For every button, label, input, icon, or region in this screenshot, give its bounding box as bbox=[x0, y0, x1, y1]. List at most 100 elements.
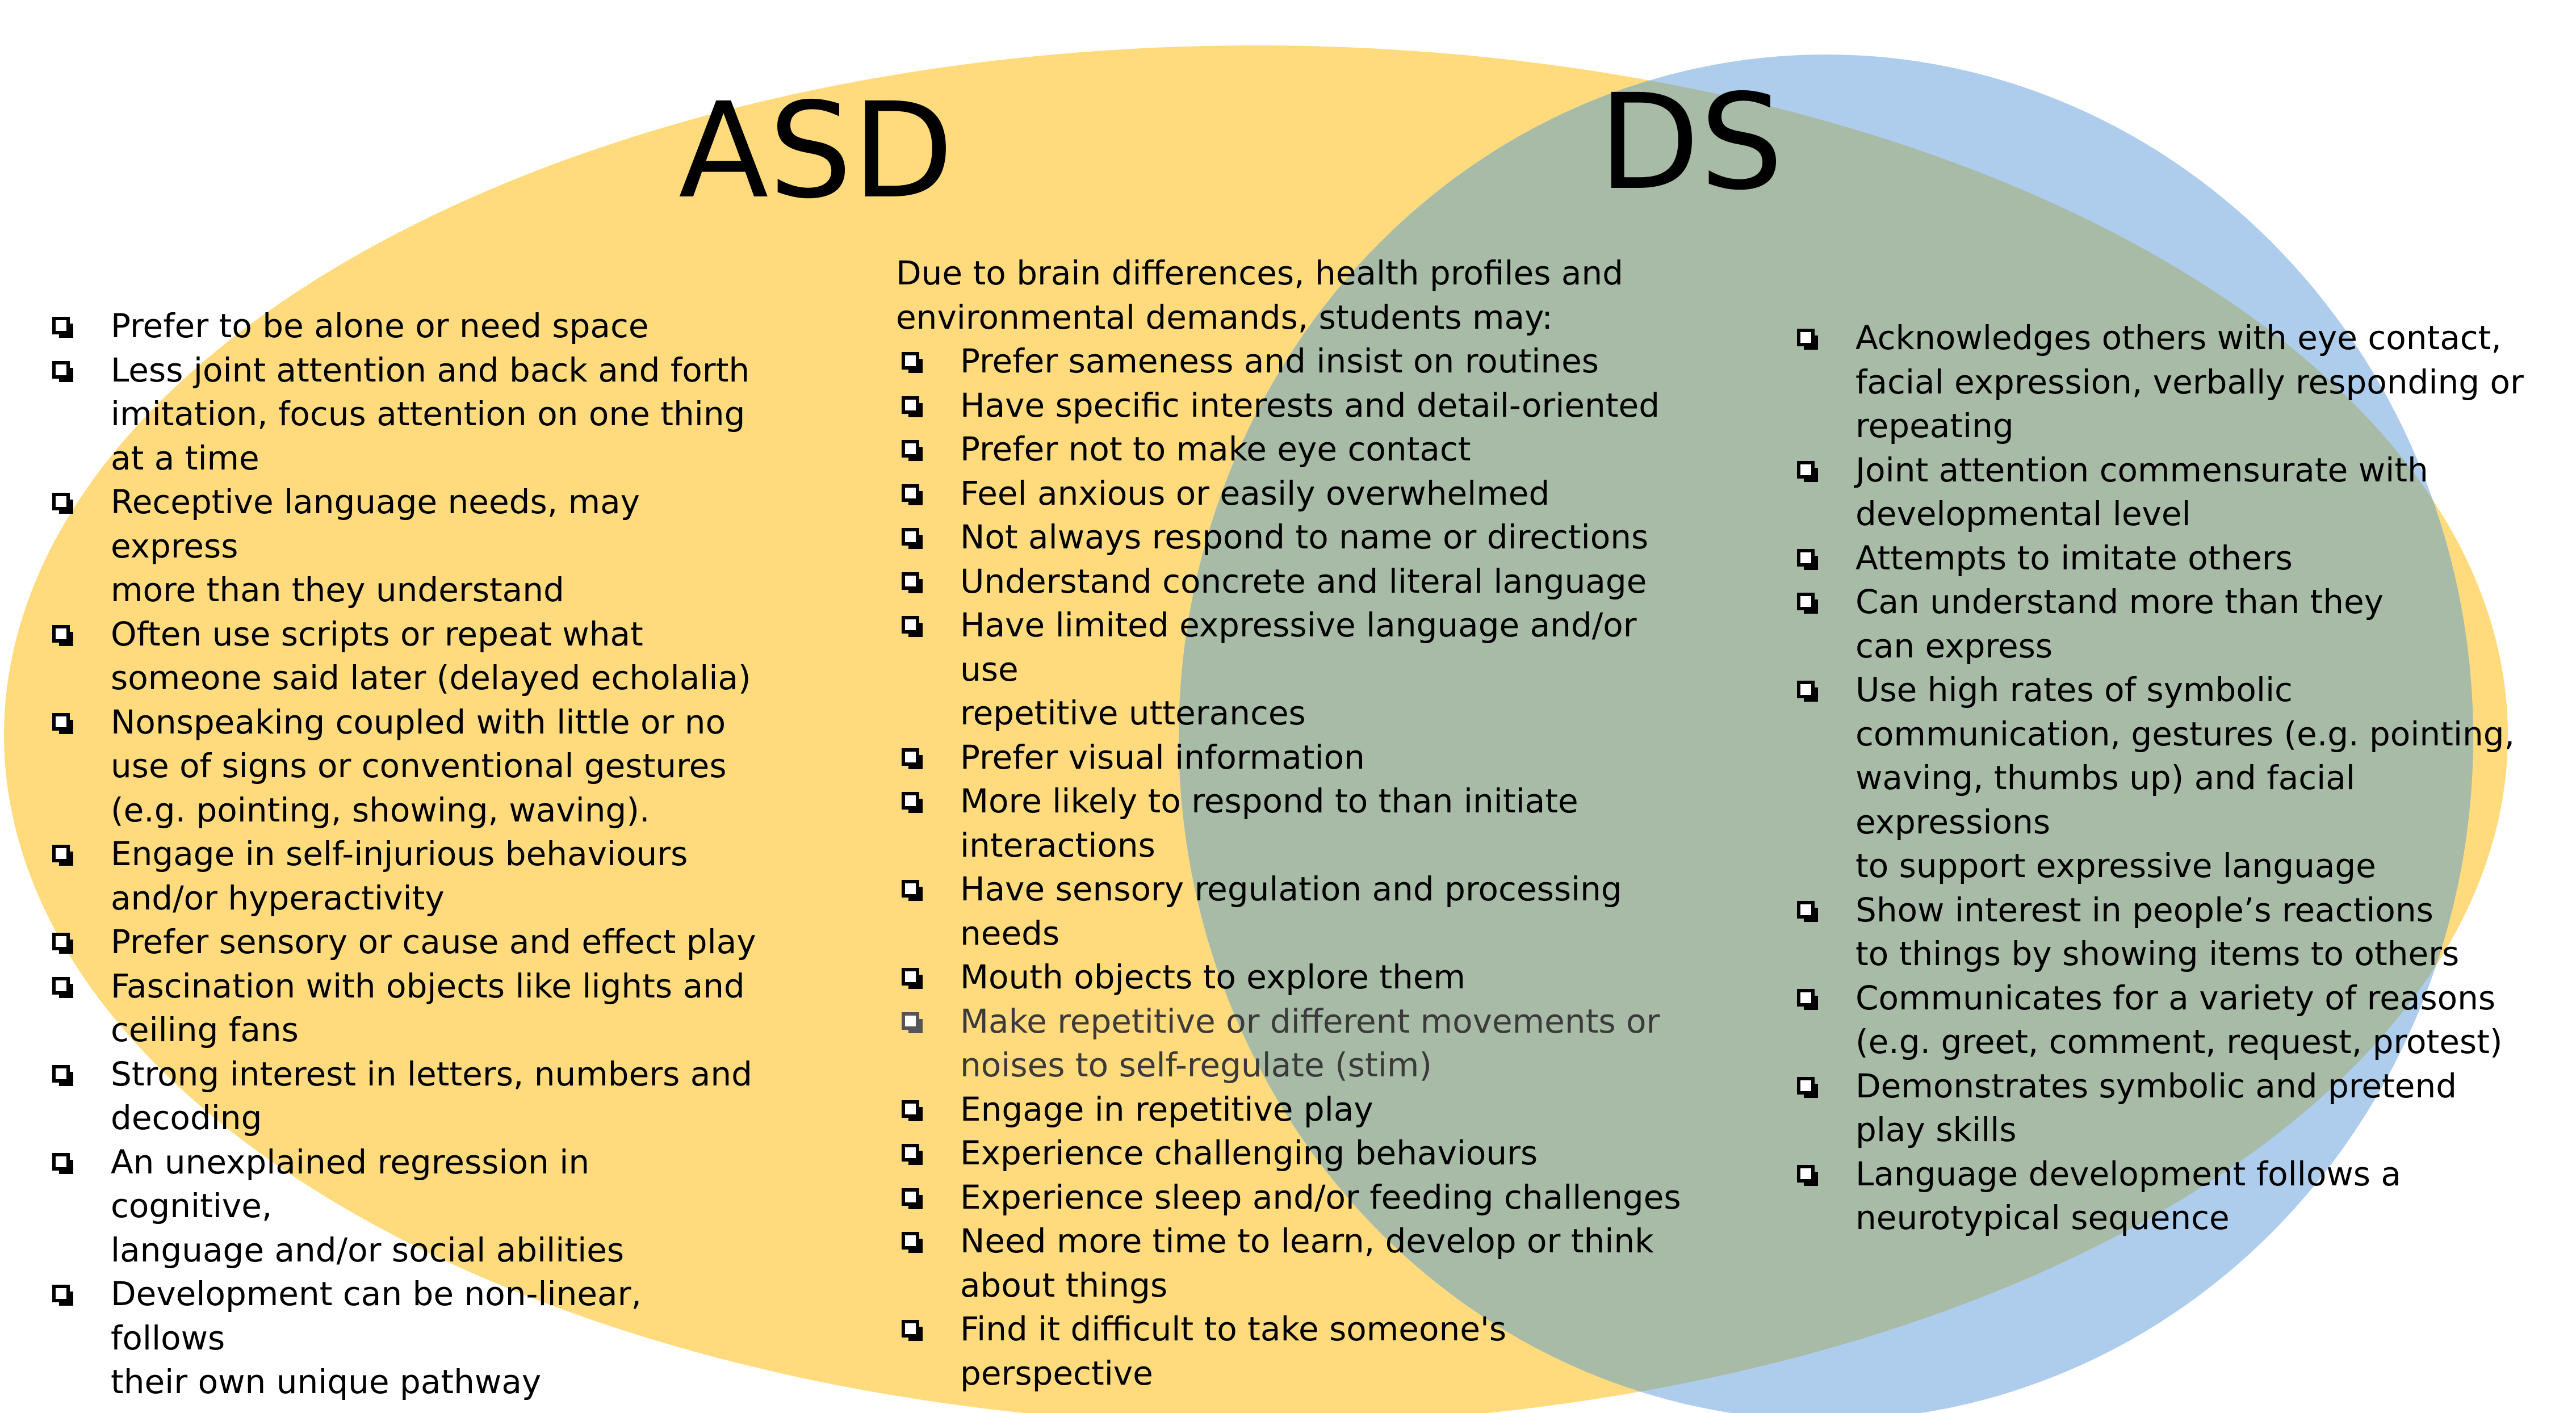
checkbox-icon bbox=[1797, 1164, 1815, 1183]
asd-item: Often use scripts or repeat what someone… bbox=[52, 613, 756, 701]
checkbox-icon bbox=[902, 572, 919, 590]
asd-item: Fascination with objects like lights and… bbox=[52, 965, 756, 1053]
ds-item-label: Language development follows a neurotypi… bbox=[1855, 1154, 2401, 1238]
checkbox-icon bbox=[902, 396, 919, 414]
shared-item: Feel anxious or easily overwhelmed bbox=[902, 472, 1702, 516]
shared-item: Have sensory regulation and processing n… bbox=[902, 867, 1702, 955]
ds-item-label: Can understand more than they can expres… bbox=[1855, 582, 2384, 665]
shared-item: Have specific interests and detail-orien… bbox=[902, 384, 1702, 428]
checkbox-icon bbox=[902, 1188, 919, 1206]
ds-item: Language development follows a neurotypi… bbox=[1797, 1152, 2558, 1240]
ds-item: Show interest in people’s reactions to t… bbox=[1797, 888, 2558, 976]
shared-checklist: Prefer sameness and insist on routines H… bbox=[902, 339, 1702, 1395]
shared-item: Prefer sameness and insist on routines bbox=[902, 339, 1702, 384]
shared-item-label: Have sensory regulation and processing n… bbox=[960, 870, 1622, 953]
shared-item-label: Understand concrete and literal language bbox=[960, 561, 1647, 601]
shared-item: Have limited expressive language and/or … bbox=[902, 603, 1702, 736]
checkbox-icon bbox=[52, 976, 70, 995]
shared-item: Find it difficult to take someone's pers… bbox=[902, 1307, 1702, 1395]
shared-item: More likely to respond to than initiate … bbox=[902, 779, 1702, 867]
asd-item: Less joint attention and back and forth … bbox=[52, 349, 756, 481]
ds-item: Use high rates of symbolic communication… bbox=[1797, 668, 2558, 888]
ds-item-label: Use high rates of symbolic communication… bbox=[1855, 670, 2515, 885]
shared-traits-list: Due to brain differences, health profile… bbox=[896, 251, 1702, 1395]
checkbox-icon bbox=[902, 748, 919, 766]
shared-intro: Due to brain differences, health profile… bbox=[896, 254, 1623, 337]
shared-item-label: Prefer not to make eye contact bbox=[960, 430, 1471, 468]
checkbox-icon bbox=[1797, 988, 1815, 1007]
ds-item: Can understand more than they can expres… bbox=[1797, 580, 2558, 668]
checkbox-icon bbox=[1797, 593, 1815, 610]
asd-checklist: Prefer to be alone or need space Less jo… bbox=[52, 304, 756, 1404]
checkbox-icon bbox=[52, 845, 70, 862]
ds-title: DS bbox=[1598, 66, 1783, 219]
shared-item: Not always respond to name or directions bbox=[902, 515, 1702, 560]
checkbox-icon bbox=[902, 880, 919, 898]
checkbox-icon bbox=[1797, 1076, 1815, 1095]
shared-item-label: Prefer sameness and insist on routines bbox=[960, 342, 1599, 380]
shared-item: Experience sleep and/or feeding challeng… bbox=[902, 1176, 1702, 1220]
checkbox-icon bbox=[52, 1285, 70, 1302]
asd-item-label: Less joint attention and back and forth … bbox=[111, 350, 750, 477]
asd-item-label: Engage in self-injurious behaviours and/… bbox=[111, 835, 688, 917]
shared-item: Engage in repetitive play bbox=[902, 1088, 1702, 1132]
shared-item-label: Make repetitive or different movements o… bbox=[960, 1001, 1660, 1085]
checkbox-icon bbox=[52, 1064, 70, 1083]
shared-item: Prefer not to make eye contact bbox=[902, 427, 1702, 472]
asd-item: Prefer sensory or cause and effect play bbox=[52, 920, 756, 965]
checkbox-icon bbox=[902, 352, 919, 370]
shared-item-label: Experience challenging behaviours bbox=[960, 1134, 1538, 1172]
shared-item: Mouth objects to explore them bbox=[902, 955, 1702, 1000]
checkbox-icon bbox=[902, 1144, 919, 1162]
shared-item-label: Feel anxious or easily overwhelmed bbox=[960, 473, 1550, 513]
shared-item-label: Have specific interests and detail-orien… bbox=[960, 385, 1660, 425]
ds-item: Attempts to imitate others bbox=[1797, 536, 2558, 581]
checkbox-icon bbox=[902, 484, 919, 502]
checkbox-icon bbox=[902, 792, 919, 810]
ds-item-label: Joint attention commensurate with develo… bbox=[1855, 450, 2428, 534]
checkbox-icon bbox=[902, 968, 919, 986]
checkbox-icon bbox=[52, 317, 70, 334]
asd-item-label: An unexplained regression in cognitive, … bbox=[111, 1142, 625, 1269]
shared-item-label: Mouth objects to explore them bbox=[960, 958, 1466, 996]
checkbox-icon bbox=[902, 1100, 919, 1118]
ds-item: Demonstrates symbolic and pretend play s… bbox=[1797, 1064, 2558, 1152]
checkbox-icon bbox=[1797, 548, 1815, 567]
checkbox-icon bbox=[52, 1152, 70, 1171]
shared-item: Prefer visual information bbox=[902, 736, 1702, 780]
shared-item: Need more time to learn, develop or thin… bbox=[902, 1219, 1702, 1307]
checkbox-icon bbox=[1797, 900, 1815, 919]
ds-item: Acknowledges others with eye contact, fa… bbox=[1797, 316, 2558, 448]
ds-item-label: Communicates for a variety of reasons (e… bbox=[1855, 978, 2503, 1062]
asd-item: Development can be non-linear, follows t… bbox=[52, 1272, 756, 1404]
asd-item: Engage in self-injurious behaviours and/… bbox=[52, 832, 756, 920]
checkbox-icon bbox=[1797, 460, 1815, 479]
ds-item-label: Attempts to imitate others bbox=[1855, 538, 2293, 577]
ds-item: Joint attention commensurate with develo… bbox=[1797, 448, 2558, 536]
shared-item-label: Not always respond to name or directions bbox=[960, 518, 1649, 556]
asd-item-label: Nonspeaking coupled with little or no us… bbox=[111, 702, 727, 829]
checkbox-icon bbox=[52, 360, 70, 379]
asd-item: Prefer to be alone or need space bbox=[52, 304, 756, 349]
ds-item-label: Acknowledges others with eye contact, fa… bbox=[1855, 318, 2524, 445]
checkbox-icon bbox=[902, 528, 919, 546]
checkbox-icon bbox=[1797, 329, 1815, 346]
checkbox-icon bbox=[902, 1232, 919, 1250]
shared-item-label: Need more time to learn, develop or thin… bbox=[960, 1222, 1654, 1305]
asd-item: Strong interest in letters, numbers and … bbox=[52, 1053, 756, 1141]
checkbox-icon bbox=[1797, 681, 1815, 698]
asd-item-label: Receptive language needs, may express mo… bbox=[111, 483, 640, 609]
shared-item-label: Have limited expressive language and/or … bbox=[960, 606, 1637, 732]
asd-item: Receptive language needs, may express mo… bbox=[52, 480, 756, 613]
asd-item-label: Development can be non-linear, follows t… bbox=[111, 1274, 642, 1401]
shared-item-label: More likely to respond to than initiate … bbox=[960, 782, 1578, 865]
checkbox-icon bbox=[902, 440, 919, 458]
asd-item-label: Strong interest in letters, numbers and … bbox=[111, 1054, 752, 1138]
checkbox-icon bbox=[52, 712, 70, 731]
checkbox-icon bbox=[902, 1320, 919, 1337]
asd-traits-list: Prefer to be alone or need space Less jo… bbox=[52, 304, 756, 1404]
asd-item: An unexplained regression in cognitive, … bbox=[52, 1141, 756, 1273]
shared-item-label: Engage in repetitive play bbox=[960, 1089, 1373, 1129]
checkbox-icon bbox=[52, 493, 70, 510]
